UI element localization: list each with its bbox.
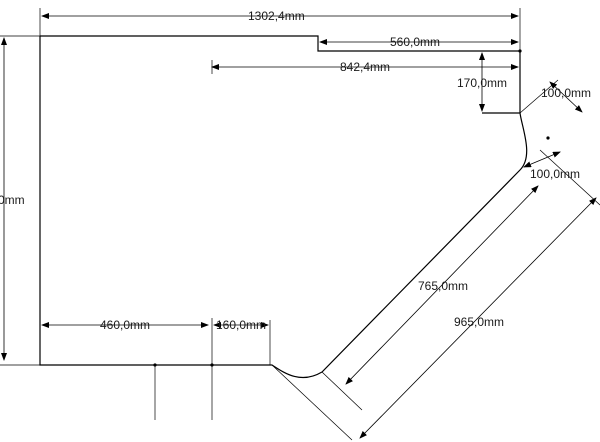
dim-line-radius-side <box>523 151 561 168</box>
dim-diagonal-outer: 965,0mm <box>454 315 504 329</box>
dim-step-height: 170,0mm <box>457 76 507 90</box>
dim-left-height: 0mm <box>0 193 25 207</box>
point-marker <box>546 136 550 140</box>
dim-radius-side: 100,0mm <box>530 167 580 181</box>
ext-line-diag-outer <box>271 364 353 441</box>
point-marker <box>518 49 522 53</box>
point-marker <box>153 363 157 367</box>
dim-radius-top: 100,0mm <box>541 86 591 100</box>
dim-bottom-left: 460,0mm <box>100 318 150 332</box>
point-marker <box>210 363 214 367</box>
dim-line-diagonal-outer <box>359 197 597 439</box>
dim-total-width: 1302,4mm <box>248 9 305 23</box>
dim-line-radius-top <box>549 81 583 113</box>
dim-right-segment: 560,0mm <box>390 35 440 49</box>
dim-diagonal-inner: 765,0mm <box>418 279 468 293</box>
dim-bottom-small: 160,0mm <box>216 318 266 332</box>
ext-line-diag-bottom <box>321 371 363 411</box>
dim-inner-offset: 842,4mm <box>340 60 390 74</box>
